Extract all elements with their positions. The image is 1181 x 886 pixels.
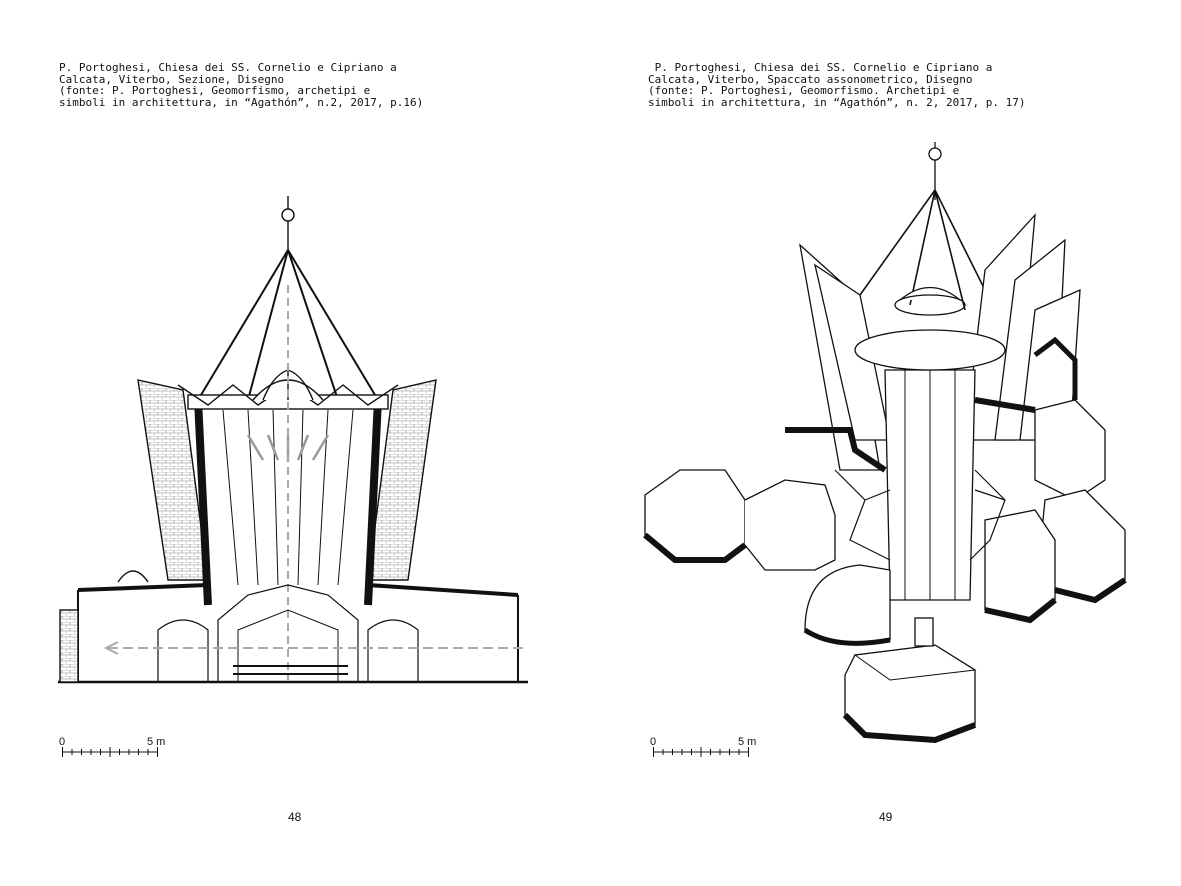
left-page: P. Portoghesi, Chiesa dei SS. Cornelio e… bbox=[0, 0, 590, 886]
left-caption: P. Portoghesi, Chiesa dei SS. Cornelio e… bbox=[59, 61, 424, 109]
axonometric-drawing-icon bbox=[643, 142, 1127, 744]
right-page: P. Portoghesi, Chiesa dei SS. Cornelio e… bbox=[591, 0, 1181, 886]
scale-label-five: 5 m bbox=[147, 736, 166, 748]
scale-bar-icon bbox=[62, 747, 158, 757]
right-caption: P. Portoghesi, Chiesa dei SS. Cornelio e… bbox=[648, 61, 1026, 109]
page-number-right: 49 bbox=[879, 810, 893, 824]
page-number-left: 48 bbox=[288, 810, 302, 824]
section-drawing-icon bbox=[58, 196, 528, 684]
scale-label-five: 5 m bbox=[738, 736, 757, 748]
right-scale-bar: 0 5 m bbox=[650, 736, 760, 760]
left-scale-bar: 0 5 m bbox=[59, 736, 169, 760]
scale-bar-icon bbox=[653, 747, 749, 757]
scale-label-zero: 0 bbox=[650, 736, 657, 748]
scale-label-zero: 0 bbox=[59, 736, 66, 748]
